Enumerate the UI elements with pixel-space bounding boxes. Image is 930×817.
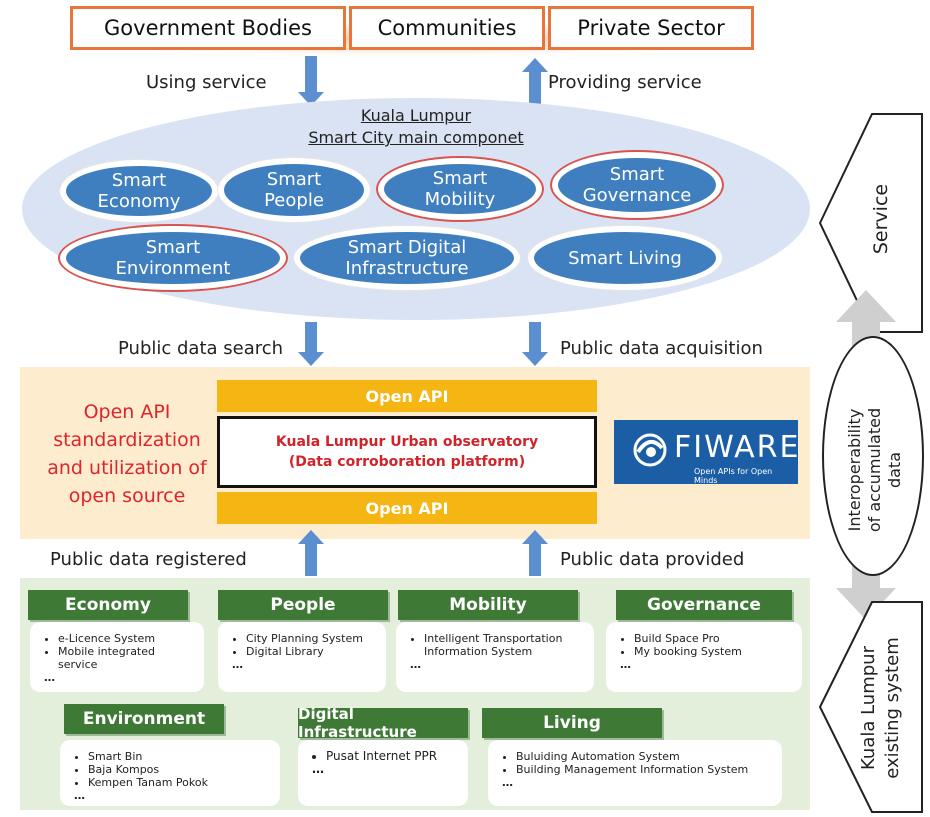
system-item: Digital Library (246, 645, 378, 658)
system-item: Build Space Pro (634, 632, 794, 645)
using-service-arrow (298, 56, 324, 106)
cloud-title-line1: Kuala Lumpur (360, 106, 472, 125)
side-text-line: and utilization of (47, 457, 207, 479)
system-item: e-Licence System (58, 632, 196, 645)
urban-observatory-platform: Kuala Lumpur Urban observatory (Data cor… (217, 416, 597, 488)
system-item: Kempen Tanam Pokok (88, 776, 272, 789)
component-line: Smart (609, 164, 665, 185)
component-line: Governance (582, 185, 692, 206)
more-ellipsis: … (502, 776, 514, 789)
interoperability-oval (822, 336, 924, 576)
component-line: Smart (432, 168, 488, 189)
public-data-search-label: Public data search (118, 338, 284, 359)
component-line: Smart (145, 237, 201, 258)
open-api-top: Open API (217, 380, 597, 412)
component-line: Smart (266, 169, 322, 190)
system-item: Pusat Internet PPR (326, 750, 460, 763)
system-item: Buluiding Automation System (516, 750, 774, 763)
existing-system-pentagon (818, 601, 923, 813)
system-item: Building Management Information System (516, 763, 774, 776)
providing-service-arrow (522, 58, 548, 104)
existing-line: Kuala Lumpur (858, 646, 879, 770)
more-ellipsis: … (232, 658, 244, 671)
category-digital-infrastructure: Digital Infrastructure (298, 705, 468, 741)
category-people: People (218, 590, 388, 620)
component-line: Smart Living (568, 247, 682, 269)
stakeholder-communities: Communities (349, 6, 545, 50)
system-item: Intelligent Transportation Information S… (424, 632, 586, 658)
side-text-line: Open API (83, 401, 171, 423)
system-item: My booking System (634, 645, 794, 658)
system-item: City Planning System (246, 632, 378, 645)
governance-systems-box: Build Space Pro My booking System … (606, 622, 802, 692)
more-ellipsis: … (410, 658, 422, 671)
public-data-search-arrow (298, 322, 324, 366)
open-api-standardization-text: Open API standardization and utilization… (42, 398, 212, 510)
fiware-tagline: Open APIs for Open Minds (694, 467, 773, 485)
platform-name-line1: Kuala Lumpur Urban observatory (275, 434, 539, 450)
economy-systems-box: e-Licence System Mobile integrated servi… (30, 622, 204, 692)
public-data-acquisition-arrow (522, 322, 548, 366)
component-smart-living: Smart Living (528, 226, 722, 290)
interop-line: Interoperability (845, 408, 864, 532)
system-item: Mobile integrated service (58, 645, 196, 671)
side-text-line: open source (68, 485, 186, 507)
component-line: Environment (115, 258, 231, 279)
using-service-label: Using service (146, 72, 267, 93)
stakeholder-government-bodies: Government Bodies (70, 6, 346, 50)
interop-line: of accumulated (865, 407, 884, 533)
mobility-systems-box: Intelligent Transportation Information S… (396, 622, 594, 692)
digital-infrastructure-systems-box: Pusat Internet PPR … (298, 740, 468, 806)
environment-systems-box: Smart Bin Baja Kompos Kempen Tanam Pokok… (60, 740, 280, 806)
providing-service-label: Providing service (548, 72, 702, 93)
category-mobility: Mobility (398, 590, 578, 620)
stakeholder-private-sector: Private Sector (548, 6, 754, 50)
side-text-line: standardization (53, 429, 201, 451)
more-ellipsis: … (312, 762, 325, 776)
people-systems-box: City Planning System Digital Library … (218, 622, 386, 692)
service-label: Service (870, 183, 892, 255)
system-item: Smart Bin (88, 750, 272, 763)
fiware-name: FIWARE (674, 430, 801, 465)
public-data-provided-arrow (522, 530, 548, 576)
category-environment: Environment (64, 704, 224, 734)
component-line: People (264, 190, 324, 211)
more-ellipsis: … (620, 658, 632, 671)
existing-line: existing system (882, 637, 903, 779)
public-data-acquisition-label: Public data acquisition (560, 338, 763, 359)
existing-system-label: Kuala Lumpur existing system (857, 623, 905, 793)
fiware-swirl-icon (633, 433, 667, 467)
public-data-registered-label: Public data registered (50, 549, 247, 570)
more-ellipsis: … (44, 671, 56, 684)
category-living: Living (482, 708, 662, 738)
system-item: Baja Kompos (88, 763, 272, 776)
interoperability-label: Interoperability of accumulated data (845, 385, 905, 555)
component-line: Economy (97, 191, 181, 212)
more-ellipsis: … (74, 789, 86, 802)
component-line: Infrastructure (345, 258, 469, 279)
category-economy: Economy (28, 590, 188, 620)
interop-line: data (885, 451, 904, 489)
category-governance: Governance (616, 590, 792, 620)
public-data-provided-label: Public data provided (560, 549, 745, 570)
platform-name-line2: (Data corroboration platform) (288, 454, 526, 470)
fiware-logo: FIWARE Open APIs for Open Minds (614, 420, 801, 485)
component-line: Mobility (424, 189, 496, 210)
public-data-registered-arrow (298, 530, 324, 576)
component-line: Smart (111, 170, 167, 191)
living-systems-box: Buluiding Automation System Building Man… (488, 740, 782, 806)
cloud-title-line2: Smart City main componet (308, 128, 524, 147)
component-line: Smart Digital (347, 237, 467, 258)
open-api-bottom: Open API (217, 492, 597, 524)
